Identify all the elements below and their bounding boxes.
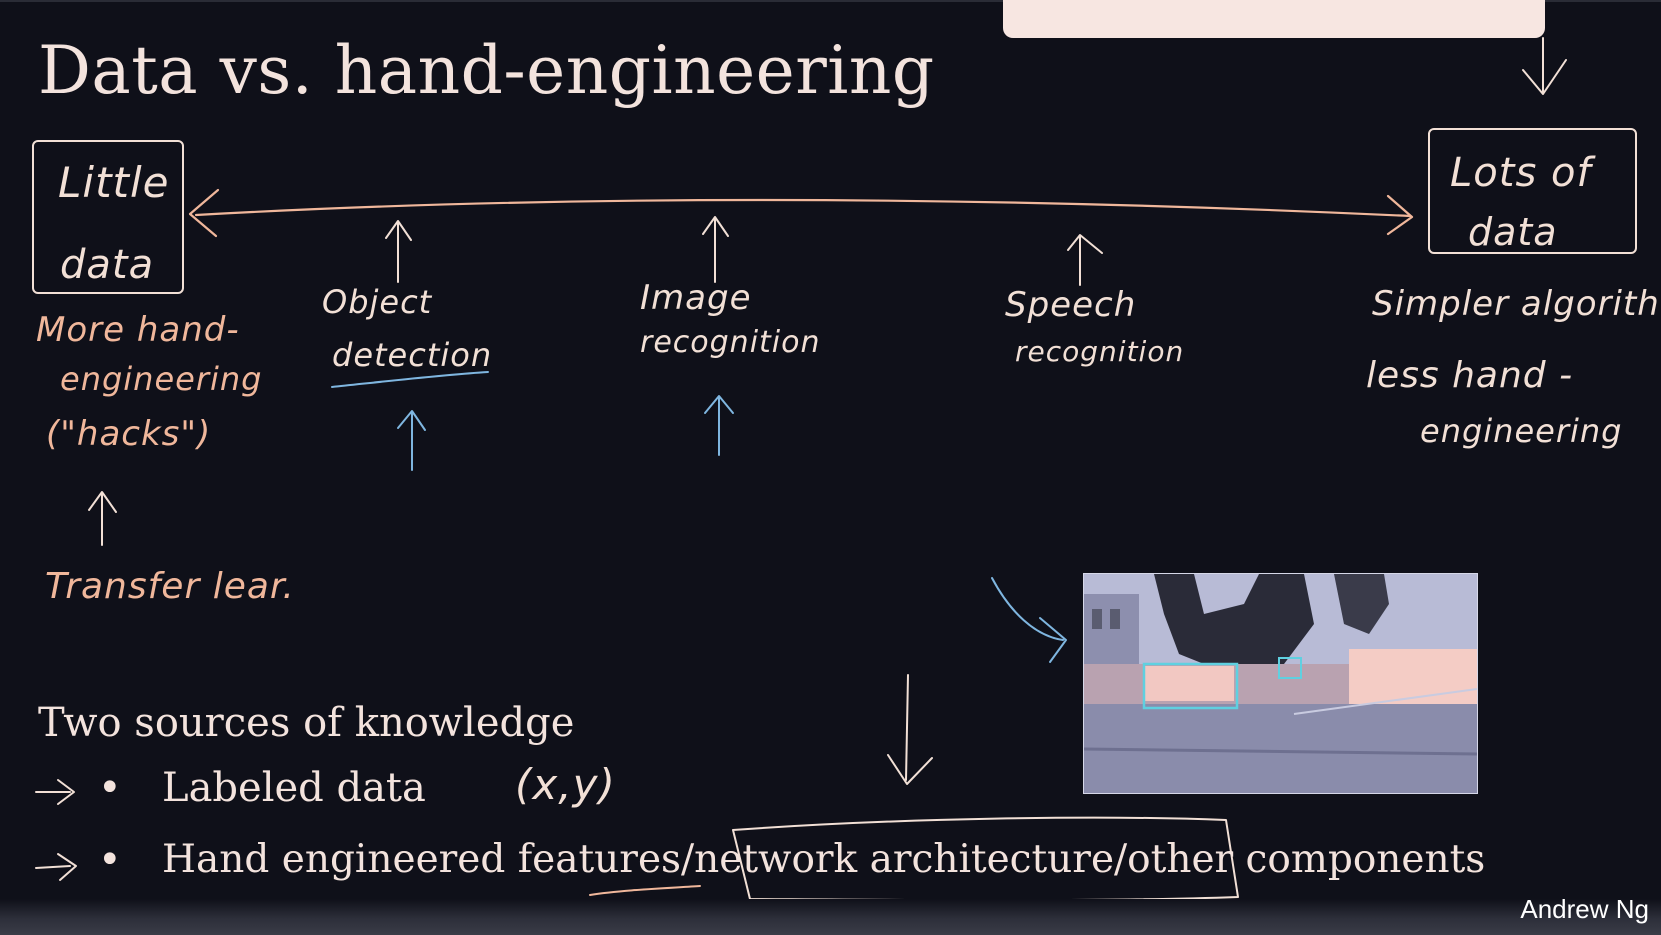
little-data-label-2: data [60, 242, 155, 288]
simpler-algorithms-note-2: less hand - [1366, 355, 1574, 396]
hand-engineering-note-2: engineering [60, 360, 263, 398]
author-credit: Andrew Ng [1520, 894, 1649, 924]
object-detection-label-2: detection [332, 336, 493, 374]
lots-of-data-box [1428, 128, 1637, 254]
speech-recognition-label-2: recognition [1015, 335, 1185, 368]
down-arrow [887, 674, 933, 785]
bottom-bar [0, 899, 1661, 935]
top-edge [0, 0, 1661, 2]
image-recognition-label-2: recognition [640, 325, 821, 360]
hand-engineering-note-1: More hand- [36, 310, 240, 350]
image-recognition-arrow [702, 216, 729, 283]
other-components-text: /other components [1114, 837, 1486, 882]
xy-annotation: (x,y) [515, 760, 616, 809]
hand-engineered-bullet: Hand engineered features/network archite… [162, 837, 1485, 882]
lots-of-data-label-2: data [1468, 210, 1558, 254]
hand-pointer [35, 853, 77, 881]
popup-panel [1003, 0, 1545, 38]
transfer-learning-note: Transfer lear. [45, 566, 295, 607]
network-architecture-text: /network architecture [681, 837, 1115, 882]
hand-engineering-note-3: ("hacks") [46, 414, 212, 454]
street-scene-drawing [1084, 574, 1477, 793]
little-data-box [32, 140, 184, 294]
labeled-data-bullet-dot: • [98, 765, 122, 811]
blue-arrow-photo [991, 577, 1067, 663]
labeled-pointer [35, 779, 75, 805]
speech-recognition-label-1: Speech [1005, 285, 1137, 325]
features-text: Hand engineered features [162, 837, 682, 882]
image-recognition-label-1: Image [640, 278, 752, 318]
detection-underline [331, 371, 489, 388]
object-detection-arrow [385, 220, 412, 283]
little-data-label-1: Little [58, 158, 170, 207]
simpler-algorithms-note-3: engineering [1420, 412, 1623, 450]
incoming-arrow [1522, 37, 1567, 95]
features-underline [589, 885, 701, 896]
blue-arrow-left [397, 410, 426, 471]
labeled-data-bullet: Labeled data [162, 765, 426, 811]
street-scene-image [1083, 573, 1478, 794]
blue-arrow-mid [704, 395, 734, 456]
simpler-algorithms-note-1: Simpler algorithms [1372, 284, 1661, 324]
hand-engineered-bullet-dot: • [98, 837, 122, 883]
slide-title: Data vs. hand-engineering [38, 32, 935, 109]
object-detection-label-1: Object [322, 283, 433, 321]
spectrum-arrow [194, 198, 1412, 218]
lots-of-data-label-1: Lots of [1450, 150, 1592, 196]
sources-heading: Two sources of knowledge [38, 700, 575, 746]
left-arrowhead [188, 188, 220, 238]
speech-recognition-arrow [1067, 234, 1103, 286]
transfer-arrow [88, 491, 117, 546]
right-arrowhead [1386, 194, 1414, 236]
